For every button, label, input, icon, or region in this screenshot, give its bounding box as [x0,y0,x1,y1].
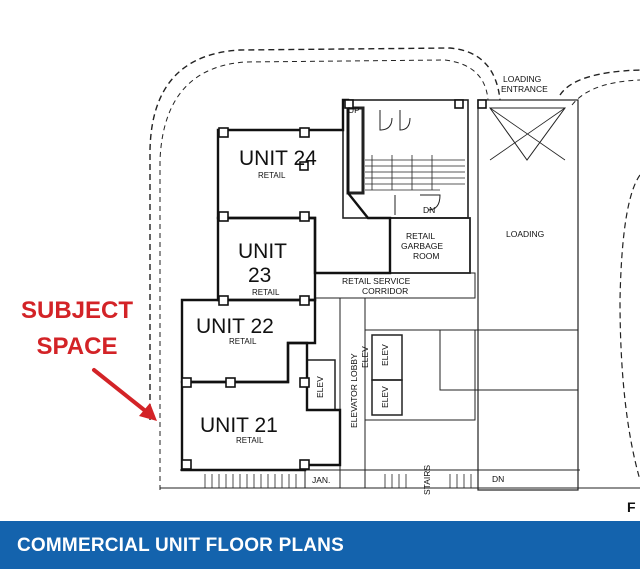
garbage-label-3: ROOM [413,251,439,261]
outer-dashed-boundary [149,47,501,420]
unit-21-label: UNIT 21 [200,414,278,437]
right-dashed-boundary [559,69,640,96]
outer-dashed-boundary-inner [159,59,489,490]
up-label: UP [348,105,360,115]
loading-dock-triangle [489,107,566,161]
lower-right-block [439,329,579,391]
corridor-label-2: CORRIDOR [362,286,408,296]
elevator-3 [371,379,403,416]
bottom-hatch [204,474,472,488]
unit-23-label-line1: UNIT [238,240,287,263]
subject-label: SUBJECT [20,297,134,324]
unit-22-label: UNIT 22 [196,315,274,338]
jan-label: JAN. [312,475,330,485]
garbage-label-2: GARBAGE [401,241,443,251]
right-curved-wall [619,174,640,481]
stair-hatching [365,155,465,191]
unit-23-sub: RETAIL [252,288,280,297]
stairs-label: STAIRS [422,465,432,495]
floor-plan-diagram: UNIT 24 RETAIL UNIT 23 RETAIL UNIT 22 RE… [92,47,640,515]
loading-entrance-label-2: ENTRANCE [501,84,548,94]
edge-f-label: F [627,499,636,515]
structural-columns [181,99,487,470]
elevator-lobby-label: ELEVATOR LOBBY [349,353,359,428]
unit-24-sub: RETAIL [258,171,286,180]
unit-22-sub: RETAIL [229,337,257,346]
elev-label-2: ELEV [380,344,390,366]
unit-24-label: UNIT 24 [239,147,317,170]
door-swings [379,110,441,215]
unit-21-outline [180,341,342,472]
footer-banner: COMMERCIAL UNIT FLOOR PLANS [0,521,640,569]
stair-block [346,106,365,195]
lower-core [364,329,476,421]
dn-top-label: DN [423,205,435,215]
unit-21-sub: RETAIL [236,436,264,445]
corridor-label-1: RETAIL SERVICE [342,276,411,286]
subject-space-annotation: SUBJECT SPACE [12,293,142,365]
loading-entrance-label-1: LOADING [503,74,541,84]
dn-bottom-label: DN [492,474,504,484]
garbage-label-1: RETAIL [406,231,435,241]
janitor-room [304,469,341,489]
loading-label: LOADING [506,229,544,239]
footer-title: COMMERCIAL UNIT FLOOR PLANS [17,535,344,556]
subject-arrow [92,368,157,421]
space-label: SPACE [36,333,118,360]
elev-label-3: ELEV [380,386,390,408]
elev-label-1: ELEV [315,376,325,398]
right-dashed-boundary-2 [571,79,640,106]
unit-23-label-line2: 23 [248,264,271,287]
elev-label-4: ELEV [360,346,370,368]
